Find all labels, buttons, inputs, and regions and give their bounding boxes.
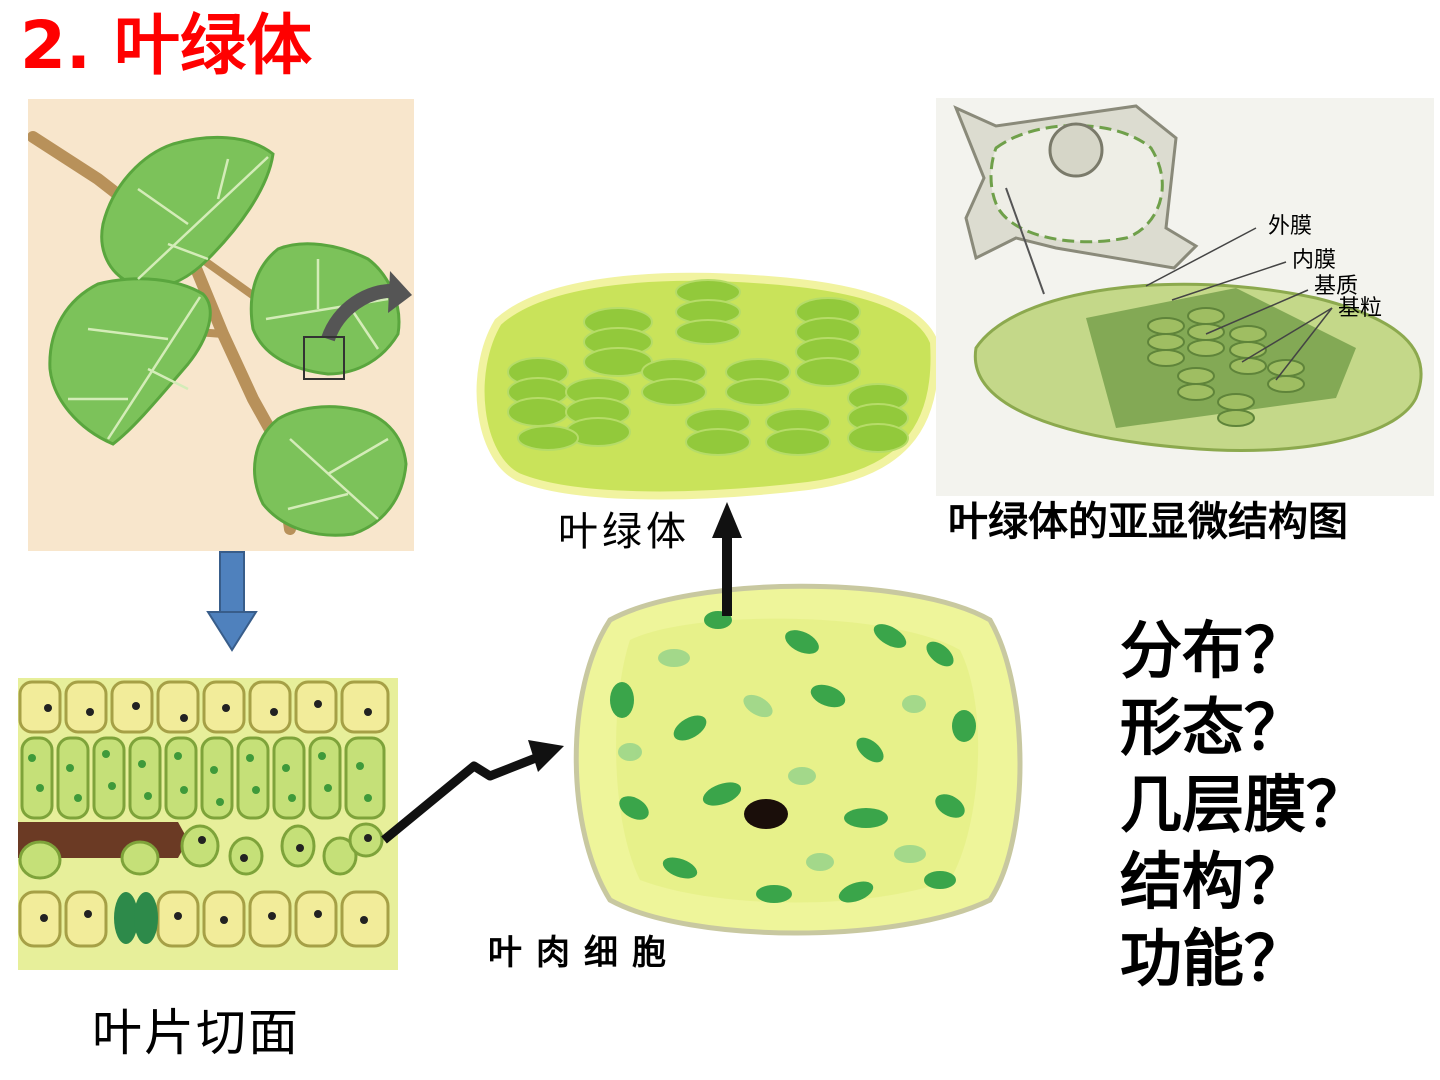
question-list: 分布？ 形态？ 几层膜？ 结构？ 功能？ (1120, 612, 1368, 997)
caption-mesophyll-cell: 叶肉细胞 (488, 933, 680, 973)
caption-leaf-section: 叶片切面 (92, 1004, 300, 1062)
label-outer-membrane: 外膜 (1268, 214, 1313, 239)
label-inner-membrane: 内膜 (1292, 248, 1337, 273)
leaf-cross-section-diagram (18, 678, 398, 970)
up-arrow-icon (712, 502, 742, 616)
caption-chloroplast: 叶绿体 (558, 509, 690, 555)
label-grana: 基粒 (1338, 296, 1383, 321)
label-stroma: 基质 (1314, 274, 1359, 299)
leaf-branch-illustration (28, 99, 414, 551)
slide-title: 2. 叶绿体 (20, 7, 312, 84)
question-structure: 结构？ (1120, 845, 1307, 918)
mesophyll-cell-diagram (573, 583, 1023, 936)
chloroplast-ultrastructure-diagram (936, 98, 1434, 496)
question-distribution: 分布？ (1120, 614, 1307, 687)
question-function: 功能？ (1120, 922, 1307, 995)
question-membrane-layers: 几层膜？ (1120, 768, 1369, 841)
question-shape: 形态？ (1120, 691, 1307, 764)
arrow-to-mesophyll-icon (381, 740, 564, 844)
chloroplast-diagram (476, 272, 939, 500)
down-arrow-icon (206, 551, 258, 652)
caption-ultrastructure: 叶绿体的亚显微结构图 (948, 499, 1348, 545)
